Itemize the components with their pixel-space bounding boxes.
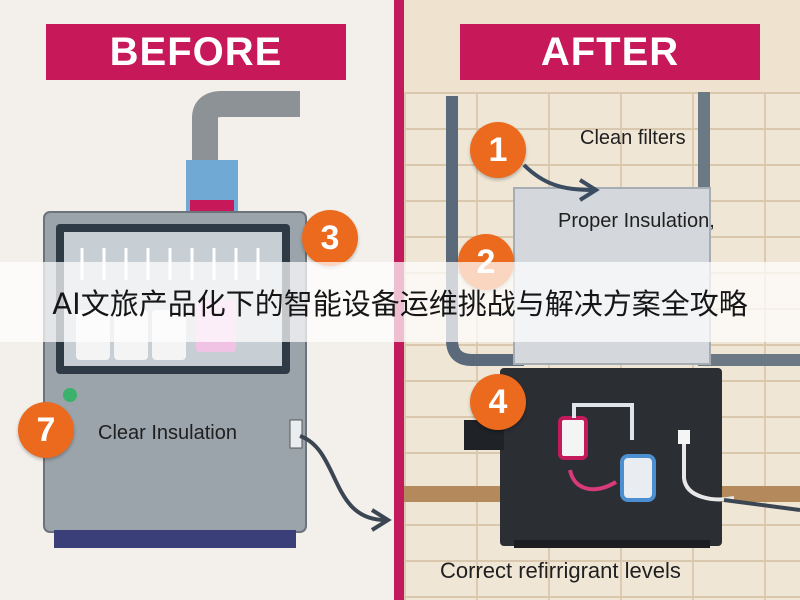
condenser-unit [500,368,722,546]
pointer-arrow [522,163,593,192]
return-line [568,469,618,492]
before-title: BEFORE [109,29,283,74]
cable-plug [678,430,690,444]
overlay-title: AI文旅产品化下的智能设备运维挑战与解决方案全攻略 [52,287,748,321]
refrigerant-line [572,403,634,440]
unit-base [54,530,296,548]
pipe-arrow [299,434,386,522]
unit-feet [514,540,710,548]
step-badge-4: 4 [470,374,526,430]
outflow-arrow [723,498,800,512]
step-label-4: Correct refirrigrant levels [440,558,681,583]
step-badge-3: 3 [302,210,358,266]
duct-pipe [192,91,300,165]
after-title: AFTER [540,29,680,74]
side-vent [289,419,303,449]
title-overlay: AI文旅产品化下的智能设备运维挑战与解决方案全攻略 [0,262,800,342]
arrow-head [578,178,600,202]
step-badge-1: 1 [470,122,526,178]
step-label-1: Clean filters [580,127,686,149]
step-label-2: Proper Insulation, [558,210,715,232]
step-badge-7: 7 [18,402,74,458]
status-light [63,388,77,402]
arrow-head [370,508,392,532]
after-banner: AFTER [460,24,760,80]
gauge-blue [620,454,656,502]
step-label-7: Clear Insulation [98,422,237,444]
before-banner: BEFORE [46,24,346,80]
gauge-red [558,416,588,460]
